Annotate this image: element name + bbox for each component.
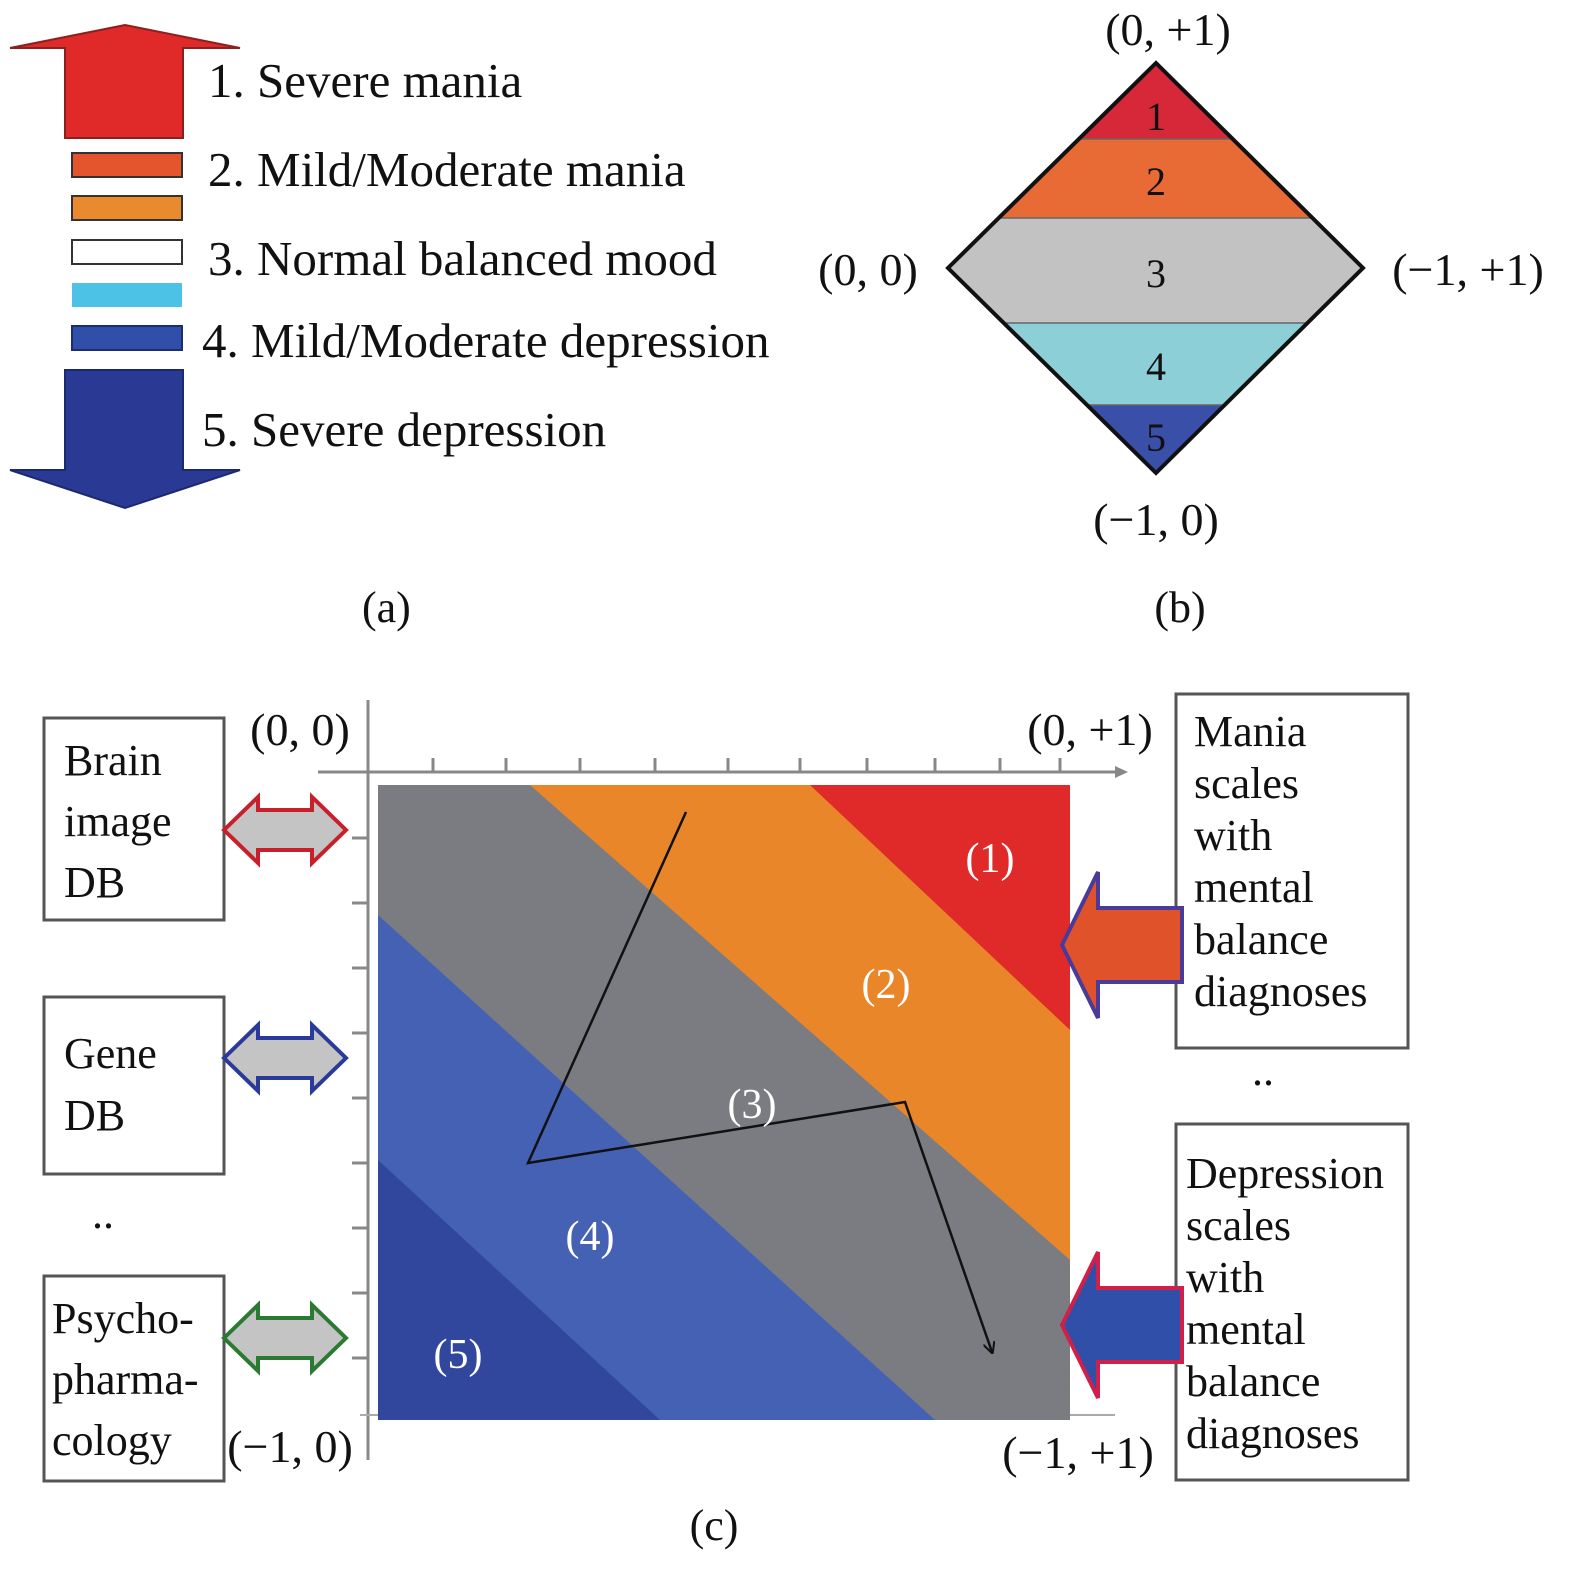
zone-2-label: 2 bbox=[1146, 159, 1166, 204]
box-mania-scales: Mania scales with mental balance diagnos… bbox=[1174, 692, 1410, 1050]
coord-left: (0, 0) bbox=[818, 244, 918, 295]
corner-top-left: (0, 0) bbox=[250, 704, 350, 755]
depression-input-arrow-icon bbox=[1059, 1251, 1184, 1399]
zone-c-1 bbox=[810, 785, 1070, 1030]
legend-mild-depression: 4. Mild/Moderate depression bbox=[202, 313, 769, 368]
double-arrow-brain-icon bbox=[221, 792, 349, 868]
box-depression-scales: Depression scales with mental balance di… bbox=[1174, 1122, 1410, 1482]
coord-right: (−1, +1) bbox=[1392, 244, 1544, 295]
panel-a: 1. Severe mania 2. Mild/Moderate mania 3… bbox=[9, 23, 769, 632]
zone-c-1-label: (1) bbox=[966, 836, 1015, 882]
double-arrow-psycho-icon bbox=[221, 1300, 349, 1376]
box-gene-db: Gene DB bbox=[42, 995, 226, 1176]
caption-c: (c) bbox=[690, 1501, 739, 1550]
corner-bottom-left: (−1, 0) bbox=[227, 1421, 353, 1472]
zone-c-2-label: (2) bbox=[862, 962, 911, 1008]
box-depr-line-4: mental bbox=[1186, 1305, 1306, 1354]
box-brain-image-db: Brain image DB bbox=[42, 716, 226, 922]
blue-bar bbox=[71, 325, 183, 351]
zone-3 bbox=[948, 218, 1363, 323]
box-psycho-line-1: Psycho- bbox=[52, 1294, 194, 1343]
box-gene-line-1: Gene bbox=[64, 1029, 157, 1078]
zone-c-5 bbox=[378, 1160, 660, 1420]
y-ticks bbox=[352, 836, 368, 1360]
legend-severe-depression: 5. Severe depression bbox=[202, 402, 606, 457]
box-brain-line-2: image bbox=[64, 797, 172, 846]
box-psychopharmacology: Psycho- pharma- cology bbox=[42, 1274, 226, 1483]
box-psycho-line-2: pharma- bbox=[52, 1355, 199, 1404]
panel-c: (1) (2) (3) (4) (5) (0, 0) (0, +1) (−1, … bbox=[42, 692, 1410, 1550]
diamond-outline bbox=[945, 60, 1366, 476]
right-ellipsis: .. bbox=[1252, 1046, 1274, 1095]
legend-normal-mood: 3. Normal balanced mood bbox=[208, 231, 717, 286]
coord-top: (0, +1) bbox=[1105, 4, 1231, 55]
cyan-bar bbox=[72, 283, 182, 307]
zone-c-2 bbox=[530, 785, 1070, 1260]
red-bar bbox=[71, 152, 183, 178]
orange-bar bbox=[71, 195, 183, 221]
caption-a: (a) bbox=[362, 583, 411, 632]
box-mania-line-4: mental bbox=[1194, 863, 1314, 912]
mania-arrow-icon bbox=[9, 23, 241, 139]
box-depr-line-5: balance bbox=[1186, 1357, 1320, 1406]
corner-top-right: (0, +1) bbox=[1027, 704, 1153, 755]
zone-1-label: 1 bbox=[1146, 94, 1166, 139]
left-ellipsis: .. bbox=[92, 1189, 114, 1238]
zone-5-label: 5 bbox=[1146, 415, 1166, 460]
mania-input-arrow-icon bbox=[1059, 871, 1184, 1019]
box-mania-line-2: scales bbox=[1194, 759, 1299, 808]
zone-c-3-label: (3) bbox=[728, 1082, 777, 1128]
legend-mild-mania: 2. Mild/Moderate mania bbox=[208, 142, 686, 197]
panel-b: 1 2 3 4 5 (0, +1) (0, 0) (−1, +1) (−1, 0… bbox=[818, 4, 1544, 632]
box-depr-line-2: scales bbox=[1186, 1201, 1291, 1250]
mood-trajectory bbox=[525, 811, 992, 1352]
zone-4-label: 4 bbox=[1146, 344, 1166, 389]
box-brain-line-3: DB bbox=[64, 858, 125, 907]
box-mania-line-6: diagnoses bbox=[1194, 967, 1368, 1016]
box-gene-line-2: DB bbox=[64, 1091, 125, 1140]
coord-bottom: (−1, 0) bbox=[1093, 494, 1219, 545]
zone-3-label: 3 bbox=[1146, 251, 1166, 296]
box-mania-line-5: balance bbox=[1194, 915, 1328, 964]
zone-square bbox=[378, 785, 1070, 1420]
double-arrow-gene-icon bbox=[221, 1020, 349, 1096]
zone-c-5-label: (5) bbox=[434, 1332, 483, 1378]
caption-b: (b) bbox=[1154, 583, 1205, 632]
x-ticks bbox=[431, 758, 1062, 772]
box-brain-line-1: Brain bbox=[64, 736, 162, 785]
box-mania-line-1: Mania bbox=[1194, 707, 1306, 756]
box-psycho-line-3: cology bbox=[52, 1416, 172, 1465]
box-depr-line-6: diagnoses bbox=[1186, 1409, 1360, 1458]
box-mania-line-3: with bbox=[1194, 811, 1272, 860]
box-depr-line-3: with bbox=[1186, 1253, 1264, 1302]
legend-severe-mania: 1. Severe mania bbox=[208, 53, 523, 108]
box-depr-line-1: Depression bbox=[1186, 1149, 1384, 1198]
white-bar bbox=[71, 239, 183, 265]
depression-arrow-icon bbox=[9, 369, 241, 510]
zone-c-4-label: (4) bbox=[566, 1214, 615, 1260]
corner-bottom-right: (−1, +1) bbox=[1002, 1427, 1154, 1478]
